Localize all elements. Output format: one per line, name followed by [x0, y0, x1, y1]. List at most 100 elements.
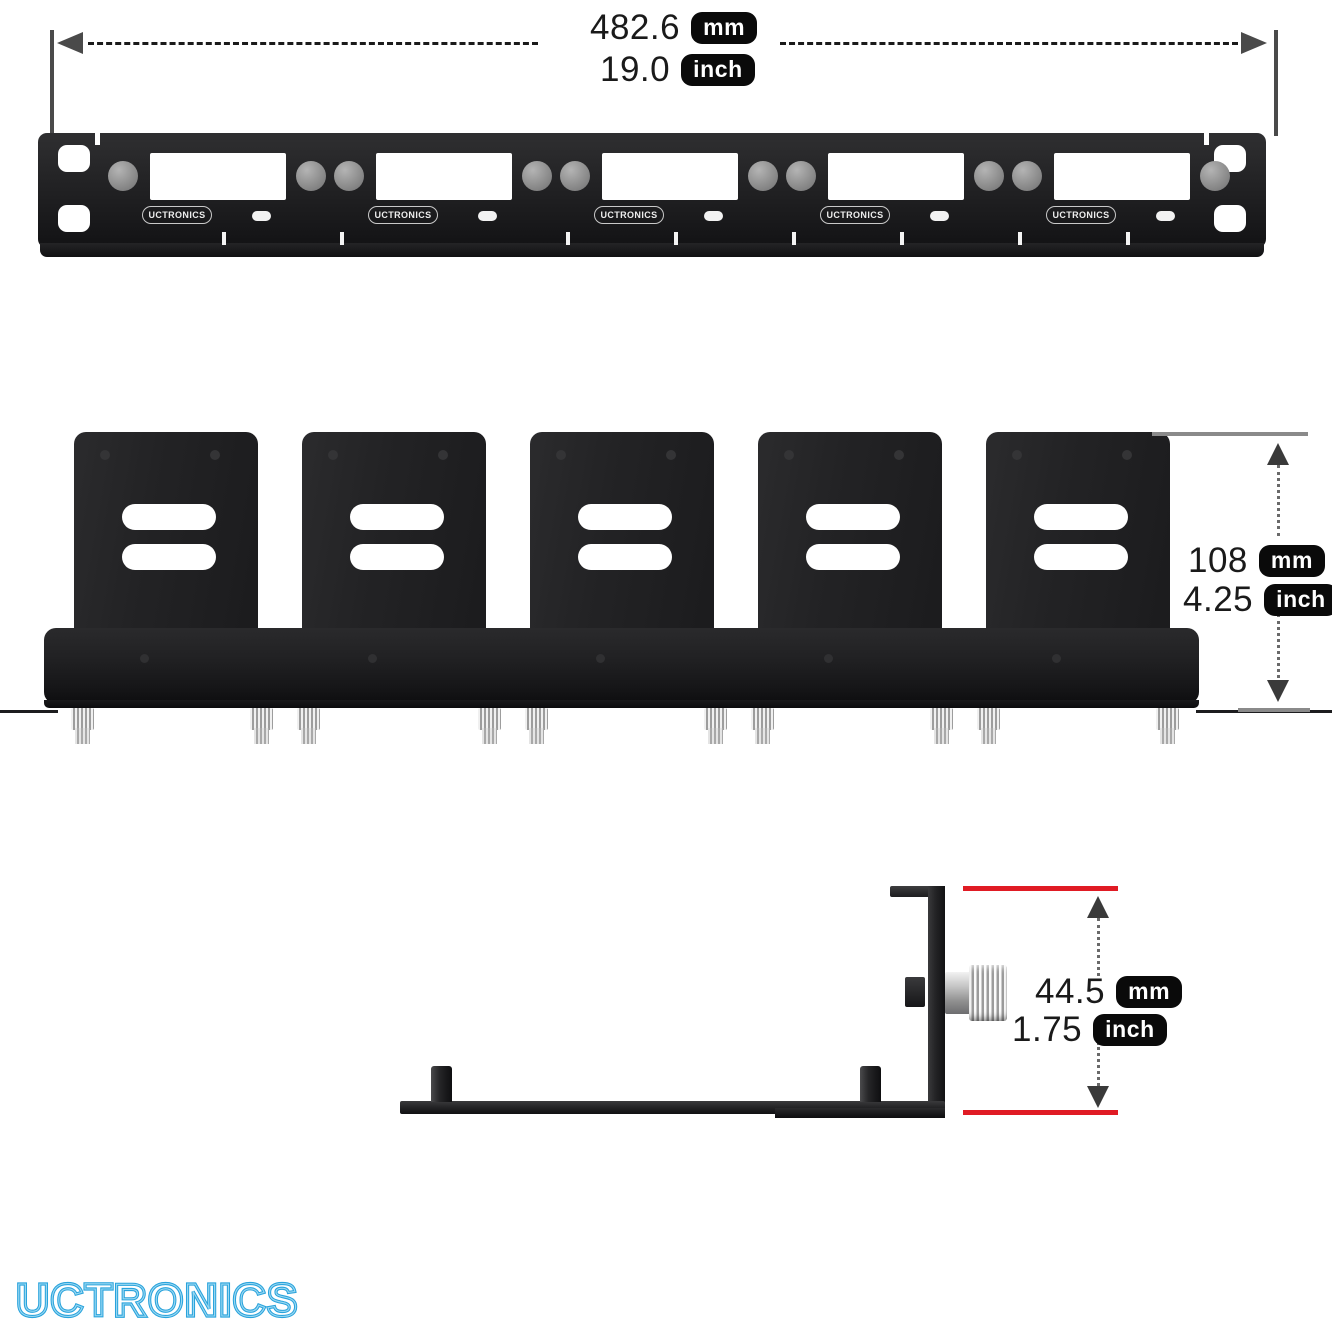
base-screw-dimple	[824, 654, 833, 663]
fin-screw-dimple	[328, 450, 338, 460]
width-dimension-inch: 19.0 inch	[600, 50, 755, 90]
module-indicator-slot-4	[930, 211, 949, 221]
standoff-knurl	[751, 708, 774, 730]
fin-screw-dimple	[784, 450, 794, 460]
fin-vent-slot-upper	[1034, 504, 1128, 530]
fin-vent-slot-upper	[122, 504, 216, 530]
fin-screw-dimple	[894, 450, 904, 460]
fin-screw-dimple	[666, 450, 676, 460]
standoff-screw	[751, 708, 774, 744]
module-port-4a	[786, 161, 816, 191]
standoff-knurl	[977, 708, 1000, 730]
fin-screw-dimple	[1122, 450, 1132, 460]
standoff-knurl	[1156, 708, 1179, 730]
depth-inch-unit: inch	[1093, 1014, 1167, 1046]
width-extension-line-right	[1274, 30, 1278, 136]
standoff-screw	[977, 708, 1000, 744]
standoff-screw	[71, 708, 94, 744]
height-extension-line-top	[1152, 432, 1308, 436]
bracket-elevation-view	[44, 432, 1199, 744]
module-window-2	[376, 153, 512, 200]
height-arrow-down	[1267, 680, 1289, 702]
depth-arrow-up	[1087, 896, 1109, 918]
standoff-shaft	[301, 728, 316, 744]
depth-dimension-inch: 1.75 inch	[1012, 1010, 1167, 1050]
standoff-knurl	[478, 708, 501, 730]
fin-vent-slot-lower	[806, 544, 900, 570]
module-port-1b	[296, 161, 326, 191]
depth-dimension-dot-upper	[1097, 918, 1100, 976]
front-panel-view: UCTRONICS UCTRONICS UCTRONICS UCTRONICS …	[38, 133, 1266, 257]
fin-vent-slot-lower	[1034, 544, 1128, 570]
width-extension-line-left	[50, 30, 54, 136]
depth-extension-line-bottom	[963, 1110, 1118, 1115]
panel-edge-tick	[1018, 232, 1022, 245]
base-screw-dimple	[596, 654, 605, 663]
bracket-base-plate	[44, 628, 1199, 704]
mount-hole-bottom-right	[1214, 205, 1246, 232]
depth-dimension-dot-lower	[1097, 1042, 1100, 1086]
uctronics-logo: UCTRONICS UCTRONICS	[12, 1272, 302, 1328]
width-dimension-dash-left	[88, 42, 538, 45]
depth-arrow-down	[1087, 1086, 1109, 1108]
uctronics-logo-inner: UCTRONICS	[16, 1274, 298, 1326]
height-inch-unit: inch	[1264, 584, 1332, 616]
ear-notch-left	[95, 133, 100, 145]
width-mm-unit: mm	[691, 12, 758, 44]
mount-hole-top-left	[58, 145, 90, 172]
fin-vent-slot-lower	[578, 544, 672, 570]
depth-mm-unit: mm	[1116, 976, 1183, 1008]
standoff-knurl	[930, 708, 953, 730]
height-dimension-dot-upper	[1277, 465, 1280, 536]
module-brand-badge-2: UCTRONICS	[368, 206, 438, 224]
side-vertical-plate	[928, 886, 945, 1116]
side-thumbscrew-knurled-head	[969, 965, 1007, 1021]
module-port-5b	[1200, 161, 1230, 191]
module-port-5a	[1012, 161, 1042, 191]
fin-vent-slot-lower	[350, 544, 444, 570]
depth-extension-line-top	[963, 886, 1118, 891]
width-mm-value: 482.6	[590, 8, 681, 47]
standoff-shaft	[708, 728, 723, 744]
module-window-1	[150, 153, 286, 200]
module-port-1a	[108, 161, 138, 191]
side-standoff-post-left	[431, 1066, 452, 1102]
module-indicator-slot-3	[704, 211, 723, 221]
rack-panel-bottom-lip	[40, 243, 1264, 257]
width-dimension-dash-right	[780, 42, 1238, 45]
fin-screw-dimple	[100, 450, 110, 460]
fin-vent-slot-upper	[578, 504, 672, 530]
standoff-screw	[478, 708, 501, 744]
module-port-3a	[560, 161, 590, 191]
panel-edge-tick	[792, 232, 796, 245]
width-inch-unit: inch	[681, 54, 755, 86]
module-port-3b	[748, 161, 778, 191]
module-brand-badge-4: UCTRONICS	[820, 206, 890, 224]
height-dimension-mm: 108 mm	[1188, 541, 1326, 581]
height-extension-line-bottom	[1238, 708, 1310, 712]
height-dimension-inch: 4.25 inch	[1183, 580, 1332, 620]
side-arm-step	[775, 1108, 945, 1118]
panel-edge-tick	[674, 232, 678, 245]
fin-vent-slot-lower	[122, 544, 216, 570]
standoff-screw	[525, 708, 548, 744]
width-arrow-left	[57, 32, 83, 54]
standoff-knurl	[250, 708, 273, 730]
standoff-screw	[297, 708, 320, 744]
module-port-2b	[522, 161, 552, 191]
fin-vent-slot-upper	[806, 504, 900, 530]
standoff-shaft	[1160, 728, 1175, 744]
module-brand-badge-3: UCTRONICS	[594, 206, 664, 224]
mount-hole-bottom-left	[58, 205, 90, 232]
side-standoff-post-right	[860, 1066, 881, 1102]
standoff-knurl	[297, 708, 320, 730]
width-arrow-right	[1241, 32, 1267, 54]
module-indicator-slot-2	[478, 211, 497, 221]
panel-edge-tick	[222, 232, 226, 245]
fin-screw-dimple	[210, 450, 220, 460]
depth-dimension-mm: 44.5 mm	[1035, 972, 1183, 1012]
standoff-shaft	[755, 728, 770, 744]
base-screw-dimple	[140, 654, 149, 663]
height-inch-value: 4.25	[1183, 580, 1254, 619]
